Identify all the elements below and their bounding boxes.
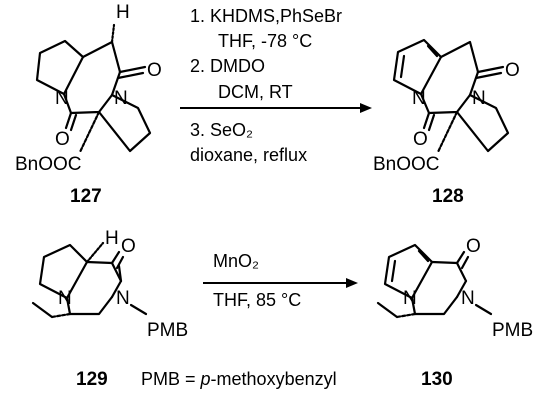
pmb-footnote-suffix: -methoxybenzyl: [211, 369, 337, 389]
compound-128-structure: [392, 38, 510, 154]
compound-129-h: H: [105, 228, 119, 249]
compound-127-n-right: N: [114, 88, 128, 109]
compound-129-n-ring: N: [58, 288, 72, 309]
pmb-footnote: PMB = p-methoxybenzyl: [141, 369, 337, 389]
compound-129-n-pmb-bond: [129, 303, 148, 316]
compound-127-o-top: O: [147, 60, 162, 81]
compound-127-n-left: N: [55, 88, 69, 109]
compound-128-o-bottom: O: [413, 129, 428, 150]
compound-128-ester: BnOOC: [373, 154, 440, 175]
compound-130-label: 130: [421, 369, 453, 390]
compound-130-o: O: [466, 236, 481, 257]
reaction-1-step-3: 3. SeO₂: [190, 120, 253, 140]
compound-128-label: 128: [432, 186, 464, 207]
compound-130-n-ring: N: [403, 288, 417, 309]
compound-127-structure: [35, 23, 152, 154]
reaction-1-arrowhead: [360, 103, 372, 113]
pmb-footnote-prefix: PMB =: [141, 369, 201, 389]
reaction-1-step-1: 1. KHDMS,PhSeBr: [190, 6, 342, 26]
compound-128-n-left: N: [412, 88, 426, 109]
reaction-2-arrowhead: [346, 278, 358, 288]
reaction-2-reagent: MnO₂: [213, 251, 259, 271]
compound-129-n-amide: N: [116, 288, 130, 309]
compound-129-structure: [31, 241, 125, 319]
compound-127-label: 127: [70, 186, 102, 207]
compound-127-h: H: [116, 2, 130, 23]
compound-130-structure: [376, 243, 470, 319]
reaction-1-step-1-cond: THF, -78 °C: [218, 31, 312, 51]
compound-129-o: O: [121, 236, 136, 257]
compound-127-ester: BnOOC: [15, 154, 82, 175]
compound-128-o-top: O: [505, 60, 520, 81]
reaction-1-step-3-cond: dioxane, reflux: [190, 145, 307, 165]
compound-130-n-amide: N: [461, 288, 475, 309]
compound-130-pmb: PMB: [492, 320, 533, 341]
compound-129-pmb: PMB: [147, 320, 188, 341]
pmb-footnote-italic: p: [200, 369, 211, 389]
reaction-2-conditions: THF, 85 °C: [213, 290, 301, 310]
compound-127-o-bottom: O: [55, 129, 70, 150]
compound-129-label: 129: [76, 369, 108, 390]
compound-128-n-right: N: [472, 88, 486, 109]
compound-130-n-pmb-bond: [474, 303, 493, 316]
reaction-1-step-2: 2. DMDO: [190, 56, 265, 76]
reaction-1-step-2-cond: DCM, RT: [218, 82, 293, 102]
